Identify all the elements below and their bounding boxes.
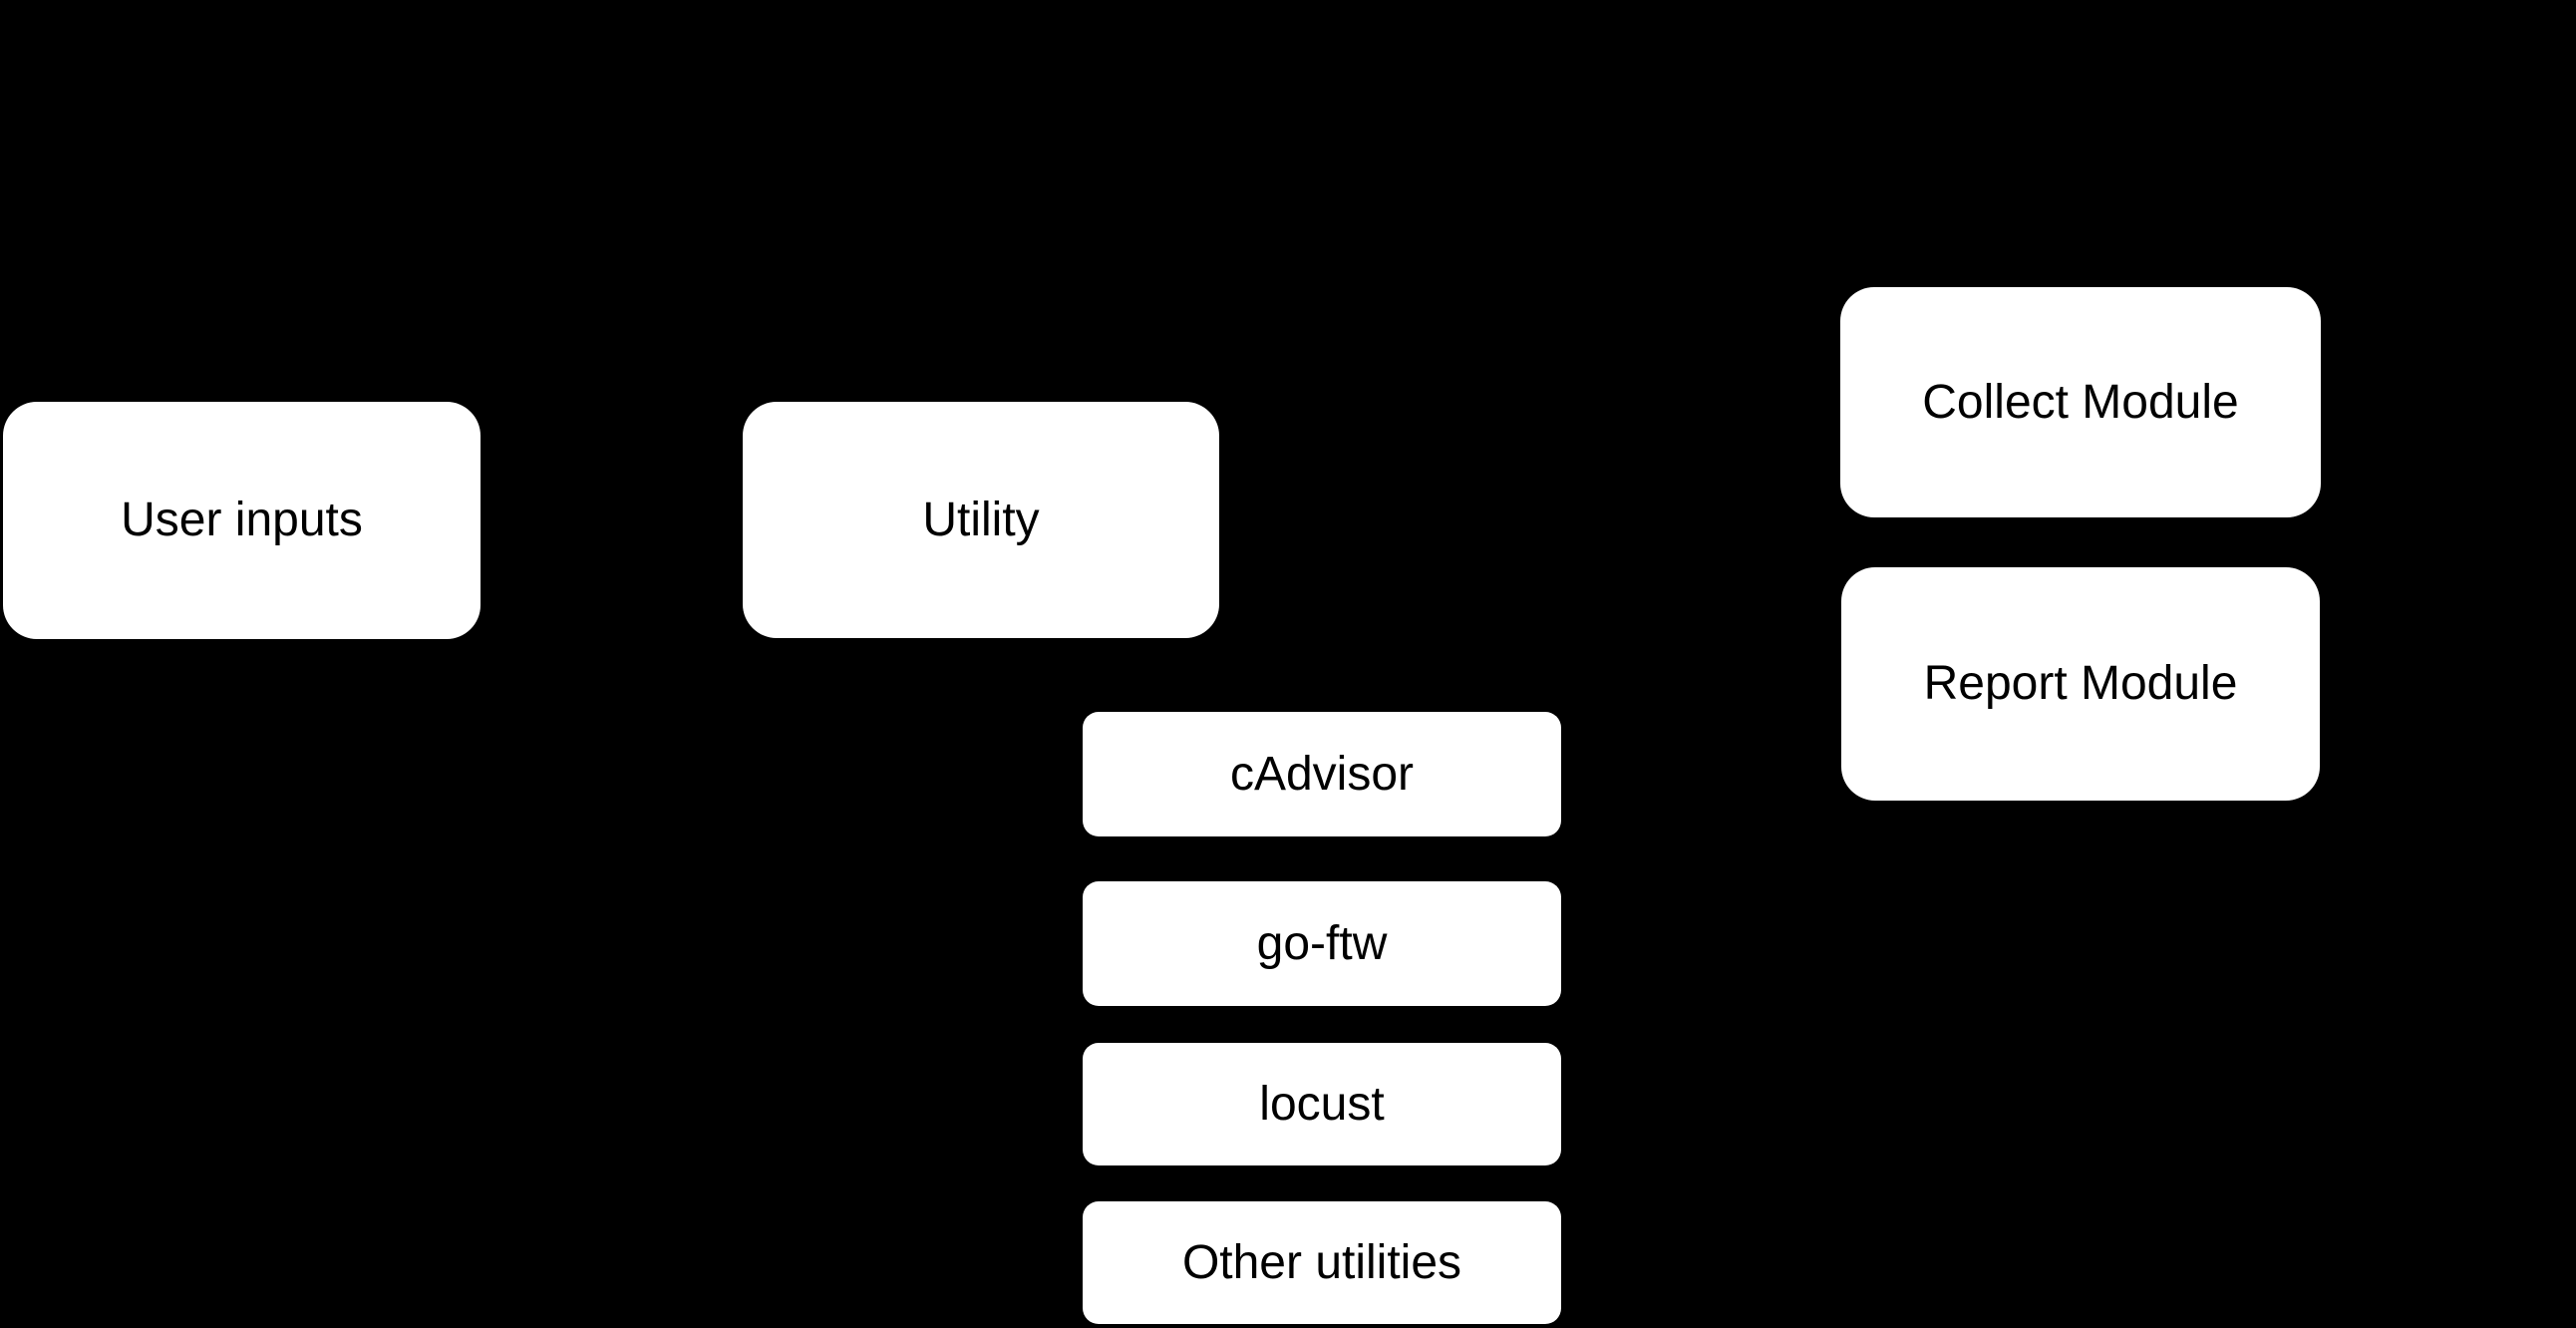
node-user-inputs-label: User inputs	[121, 494, 363, 547]
node-report-module: Report Module	[1841, 567, 2320, 801]
node-utility: Utility	[743, 402, 1219, 638]
node-go-ftw-label: go-ftw	[1256, 916, 1388, 970]
node-other-utilities-label: Other utilities	[1181, 1235, 1462, 1289]
node-report-module-label: Report Module	[1923, 657, 2238, 711]
node-collect-module: Collect Module	[1840, 287, 2321, 517]
node-utility-label: Utility	[922, 493, 1040, 546]
node-go-ftw: go-ftw	[1083, 881, 1561, 1006]
node-cadvisor-label: cAdvisor	[1229, 747, 1415, 801]
node-locust: locust	[1083, 1043, 1561, 1165]
node-locust-label: locust	[1259, 1077, 1385, 1131]
node-cadvisor: cAdvisor	[1083, 712, 1561, 836]
node-user-inputs: User inputs	[3, 402, 481, 639]
node-collect-module-label: Collect Module	[1922, 375, 2239, 429]
node-other-utilities: Other utilities	[1083, 1201, 1561, 1324]
